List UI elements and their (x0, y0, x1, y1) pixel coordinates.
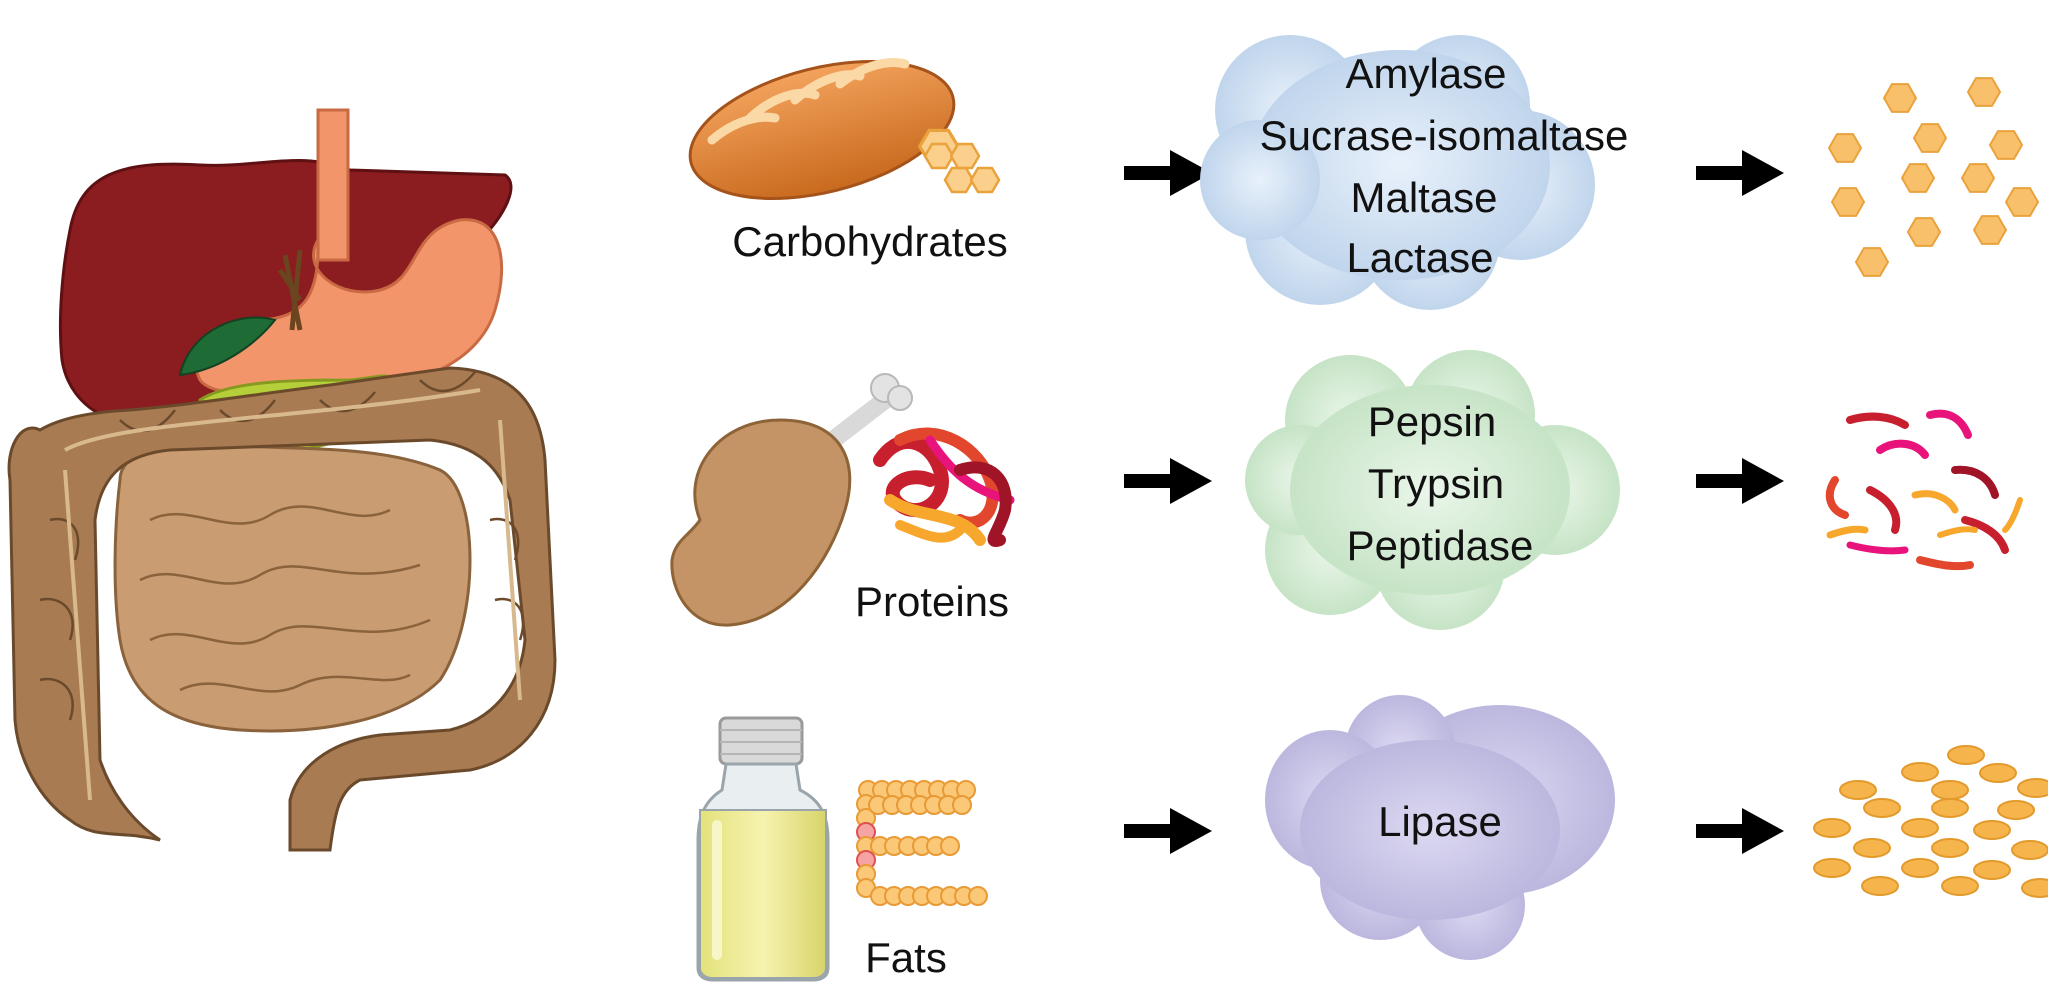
fatty-acid-droplet-icon (1901, 762, 1939, 782)
digestive-system-icon (7, 108, 557, 852)
nutrient-label-fats: Fats (865, 934, 947, 981)
fat-globule-icon (940, 836, 960, 856)
fatty-acid-droplet-icon (1931, 780, 1969, 800)
enzyme-cloud-carbohydrates (1200, 35, 1595, 310)
hexagon-icon (1966, 77, 2002, 107)
hexagon-icon (1830, 187, 1866, 217)
arrow-icon (1124, 458, 1212, 504)
enzyme-label: Lactase (1346, 234, 1493, 281)
arrow-icon (1696, 458, 1784, 504)
fatty-acid-droplet-icon (2021, 878, 2048, 898)
nutrient-label-carbohydrates: Carbohydrates (732, 218, 1007, 265)
hexagon-icon (1912, 123, 1948, 153)
fatty-acid-droplet-icon (1979, 763, 2017, 783)
hexagon-icon (1827, 133, 1863, 163)
fat-globule-icon (952, 795, 972, 815)
enzyme-label: Sucrase-isomaltase (1260, 112, 1629, 159)
fat-globule-chain-icon (856, 780, 988, 906)
fatty-acid-droplet-icon (1861, 876, 1899, 896)
enzyme-cloud-proteins (1245, 350, 1620, 630)
fatty-acid-droplet-icon (2011, 840, 2048, 860)
fatty-acid-droplet-icon (1973, 820, 2011, 840)
glucose-hexagon-cluster-icon (917, 128, 1001, 194)
enzyme-label: Maltase (1350, 174, 1497, 221)
fatty-acid-droplet-icon (1863, 798, 1901, 818)
arrow-icon (1696, 150, 1784, 196)
fatty-acid-droplet-icon (1973, 860, 2011, 880)
fatty-acid-droplet-icon (1941, 876, 1979, 896)
enzyme-label: Pepsin (1368, 398, 1496, 445)
monosaccharide-hexagons-icon (1827, 77, 2040, 277)
fatty-acid-droplet-icon (1947, 745, 1985, 765)
fatty-acid-droplet-icon (2017, 778, 2048, 798)
fatty-acid-droplet-icon (1901, 818, 1939, 838)
peptide-fragments-icon (1825, 409, 2023, 571)
enzyme-label: Amylase (1345, 50, 1506, 97)
arrow-icon (1124, 150, 1212, 196)
hexagon-icon (1854, 247, 1890, 277)
oil-bottle-icon (696, 716, 830, 982)
fatty-acid-droplet-icon (1997, 800, 2035, 820)
hexagon-icon (1960, 163, 1996, 193)
nutrient-label-proteins: Proteins (855, 578, 1009, 625)
hexagon-icon (1882, 83, 1918, 113)
hexagon-icon (1906, 217, 1942, 247)
fatty-acid-droplet-icon (1813, 818, 1851, 838)
arrow-icon (1696, 808, 1784, 854)
fatty-acid-droplet-icon (1931, 798, 1969, 818)
protein-ribbon-icon (873, 427, 1015, 547)
hexagon-icon (1988, 130, 2024, 160)
arrow-icon (1124, 808, 1212, 854)
fatty-acid-droplet-icon (1839, 780, 1877, 800)
hexagon-icon (2004, 187, 2040, 217)
hexagon-icon (1900, 163, 1936, 193)
enzyme-label: Peptidase (1347, 522, 1534, 569)
bread-icon (688, 58, 956, 200)
fat-globule-icon (968, 886, 988, 906)
fatty-acid-droplets-icon (1813, 745, 2048, 898)
chicken-leg-icon (670, 373, 913, 627)
fatty-acid-droplet-icon (1931, 838, 1969, 858)
hexagon-icon (1972, 215, 2008, 245)
enzyme-cloud-fats (1265, 695, 1615, 960)
fatty-acid-droplet-icon (1853, 838, 1891, 858)
enzyme-label: Trypsin (1368, 460, 1504, 507)
fatty-acid-droplet-icon (1813, 858, 1851, 878)
enzyme-label: Lipase (1378, 798, 1502, 845)
fatty-acid-droplet-icon (1901, 858, 1939, 878)
